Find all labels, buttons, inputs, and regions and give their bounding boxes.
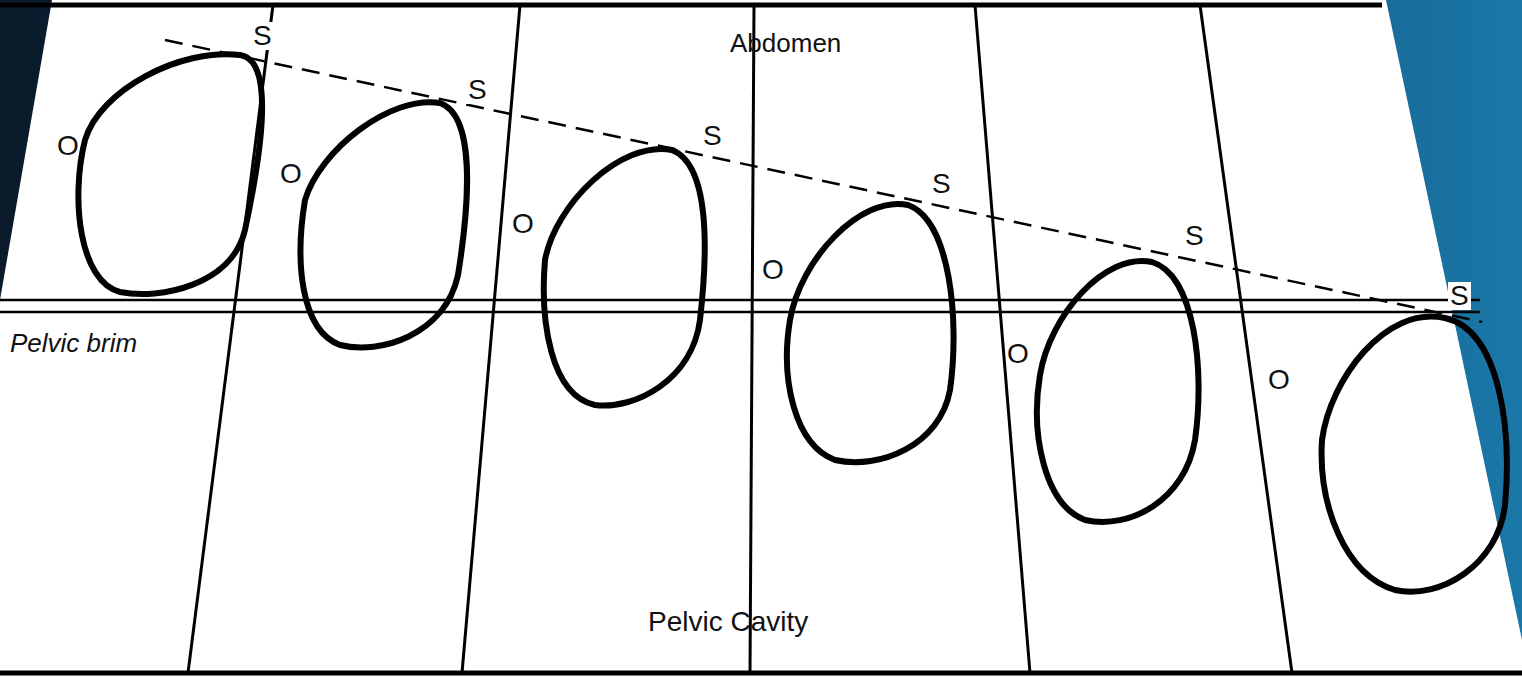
sinciput-marker: S <box>1183 222 1206 250</box>
occiput-marker: O <box>1268 366 1290 394</box>
occiput-marker: O <box>762 256 784 284</box>
sinciput-marker: S <box>466 76 489 104</box>
sinciput-marker: S <box>1448 282 1471 310</box>
top-rule <box>0 3 1382 8</box>
region-label: Pelvic brim <box>8 330 139 356</box>
occiput-marker: O <box>280 160 302 188</box>
sinciput-marker: S <box>930 170 953 198</box>
fetal-heads <box>78 54 1506 591</box>
bottom-rule <box>0 671 1522 676</box>
occiput-marker: O <box>512 210 534 238</box>
column-dividers <box>188 5 1292 673</box>
region-label: Pelvic Cavity <box>648 608 808 636</box>
dashed-sinciput-line <box>165 40 1482 322</box>
region-label: Abdomen <box>730 30 841 56</box>
occiput-marker: O <box>57 132 79 160</box>
sinciput-marker: S <box>701 122 724 150</box>
occiput-marker: O <box>1007 340 1029 368</box>
pelvic-brim-line <box>0 300 1480 312</box>
sinciput-marker: S <box>251 22 274 50</box>
